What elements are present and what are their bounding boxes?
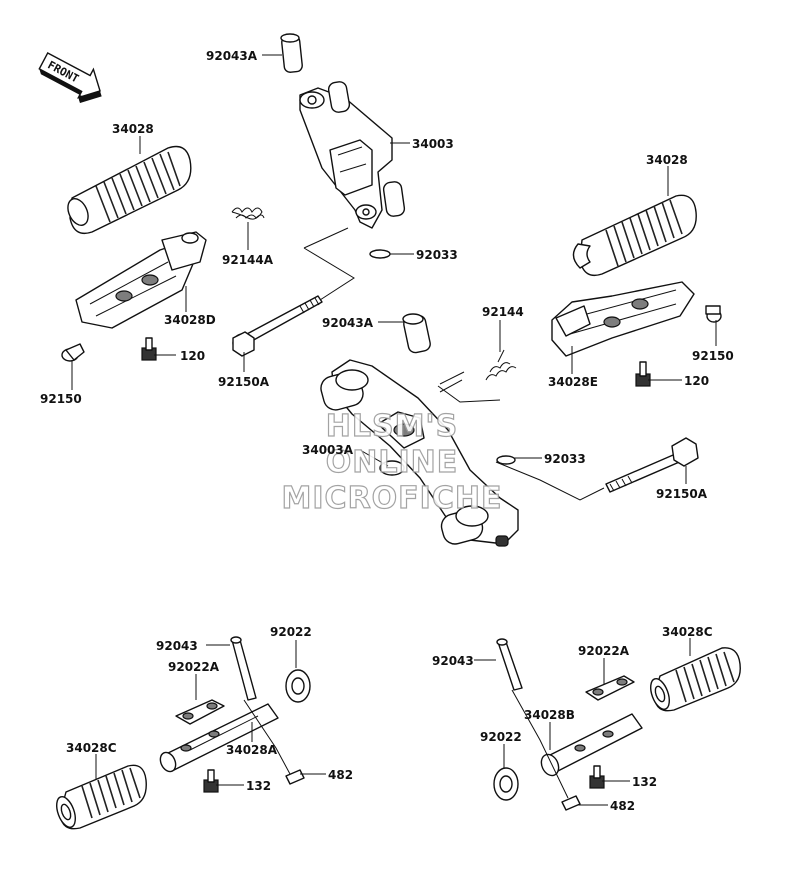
label-92144A: 92144A (222, 253, 274, 267)
bolt-132-br (589, 765, 605, 789)
bolt-92150A-right (605, 437, 699, 493)
label-92150A-right: 92150A (656, 487, 708, 501)
footpeg-rubber-34028C-br (650, 647, 741, 712)
bracket-34003A (320, 359, 519, 547)
plate-92022A-br (585, 675, 635, 701)
label-34028C-bl: 34028C (66, 741, 117, 755)
part-labels: 92043A 34003 34028 92144A 92033 34028D 1… (40, 49, 734, 813)
watermark-line3: MICROFICHE (282, 481, 503, 516)
label-92033-mid: 92033 (544, 452, 586, 466)
label-482-bl: 482 (328, 768, 353, 782)
spring-92144 (485, 349, 517, 381)
label-132-bl: 132 (246, 779, 271, 793)
label-92043A-mid: 92043A (322, 316, 374, 330)
bolt-120-left (141, 337, 157, 361)
footpeg-rubber-34028-right (572, 194, 697, 277)
label-34028A: 34028A (226, 743, 278, 757)
washer-92022-br (493, 767, 519, 801)
label-92022-bl: 92022 (270, 625, 312, 639)
footpeg-rubber-34028-left (67, 145, 192, 235)
fitting-92150-left (61, 343, 85, 362)
bracket-34003 (280, 33, 406, 259)
bolt-92150A-left (232, 295, 323, 357)
fitting-92150-right (705, 305, 722, 323)
label-34028E: 34028E (548, 375, 598, 389)
footpeg-34028E (551, 281, 695, 357)
front-arrow-icon: FRONT (38, 52, 102, 103)
cotter-482-br (561, 795, 581, 811)
plate-92022A-bl (175, 699, 225, 725)
bolt-120-right (635, 361, 651, 387)
watermark-line1: HLSM'S (326, 409, 458, 444)
label-34003A: 34003A (302, 443, 354, 457)
label-92150-right: 92150 (692, 349, 734, 363)
label-34028D: 34028D (164, 313, 216, 327)
washer-92022-bl (285, 669, 311, 703)
label-92043-bl: 92043 (156, 639, 198, 653)
label-92022-br: 92022 (480, 730, 522, 744)
label-92033-top: 92033 (416, 248, 458, 262)
bolt-132-bl (203, 769, 219, 793)
spring-92144A (231, 207, 265, 220)
label-92043A-top: 92043A (206, 49, 258, 63)
label-34028-left: 34028 (112, 122, 154, 136)
label-34003: 34003 (412, 137, 454, 151)
label-92022A-bl: 92022A (168, 660, 220, 674)
watermark-line2: ONLINE (326, 445, 459, 480)
pin-92043A-top (280, 33, 303, 73)
footpeg-34028B (540, 713, 643, 777)
label-92022A-br: 92022A (578, 644, 630, 658)
label-92150A-left: 92150A (218, 375, 270, 389)
label-482-br: 482 (610, 799, 635, 813)
pin-92043-br (496, 638, 523, 691)
pin-92043A-mid (402, 313, 431, 354)
footpeg-34028D (75, 231, 207, 329)
label-34028B: 34028B (524, 708, 575, 722)
watermark: HLSM'S ONLINE MICROFICHE (281, 408, 503, 516)
pin-92043-bl (230, 636, 257, 701)
label-132-br: 132 (632, 775, 657, 789)
leader-lines (71, 54, 717, 806)
label-92150-left: 92150 (40, 392, 82, 406)
label-34028C-br: 34028C (662, 625, 713, 639)
label-92144: 92144 (482, 305, 524, 319)
label-34028-right: 34028 (646, 153, 688, 167)
label-92043-br: 92043 (432, 654, 474, 668)
footpeg-rubber-34028C-bl (56, 764, 147, 830)
label-120-right: 120 (684, 374, 709, 388)
footpeg-34028A (159, 703, 279, 773)
label-120-left: 120 (180, 349, 205, 363)
cotter-482-bl (285, 769, 305, 785)
